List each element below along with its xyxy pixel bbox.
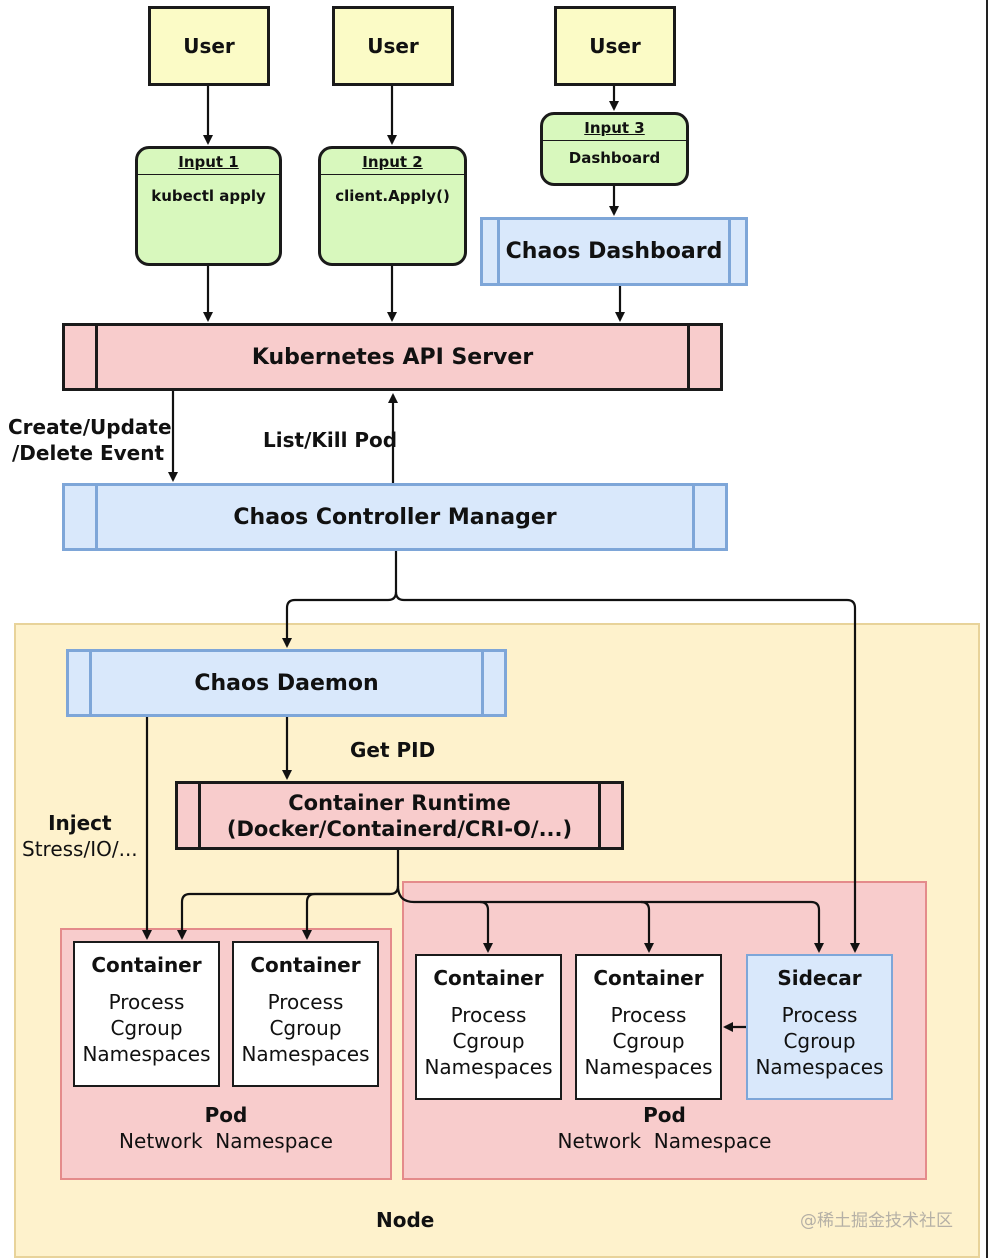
user-box-1: User (148, 6, 270, 86)
edge-label-inject: Inject Stress/IO/... (22, 811, 138, 861)
watermark: @稀土掘金技术社区 (800, 1211, 953, 1231)
pod-label-right: Pod Network Namespace (557, 1103, 772, 1153)
input-1-body: kubectl apply (151, 187, 266, 205)
container-box-4: Container Process Cgroup Namespaces (575, 954, 722, 1100)
arrow-runtime-container2 (302, 892, 390, 940)
node-label: Node (376, 1208, 435, 1232)
arrow-runtime-container3 (396, 885, 493, 953)
container-box-1: Container Process Cgroup Namespaces (73, 941, 220, 1087)
user-box-3: User (554, 6, 676, 86)
input-box-3: Input 3 Dashboard (540, 112, 689, 186)
api-server-box: Kubernetes API Server (62, 323, 723, 391)
edge-label-get-pid: Get PID (350, 738, 436, 762)
controller-manager-box: Chaos Controller Manager (62, 483, 728, 551)
arrow-controller-sidecar (394, 591, 860, 953)
container-runtime-box: Container Runtime (Docker/Containerd/CRI… (175, 781, 624, 850)
sidecar-box: Sidecar Process Cgroup Namespaces (746, 954, 893, 1100)
arrow-controller-daemon (282, 551, 398, 648)
frame-right-edge (986, 0, 988, 1258)
edge-label-create-update: Create/Update /Delete Event (8, 415, 172, 465)
chaos-daemon-box: Chaos Daemon (66, 649, 507, 717)
input-2-body: client.Apply() (335, 187, 450, 205)
input-3-title: Input 3 (543, 115, 686, 141)
input-box-1: Input 1 kubectl apply (135, 146, 282, 266)
edge-label-list-kill: List/Kill Pod (263, 428, 398, 452)
input-3-body: Dashboard (568, 149, 661, 167)
pod-label-left: Pod Network Namespace (119, 1103, 333, 1153)
input-box-2: Input 2 client.Apply() (318, 146, 467, 266)
container-box-2: Container Process Cgroup Namespaces (232, 941, 379, 1087)
container-box-3: Container Process Cgroup Namespaces (415, 954, 562, 1100)
arrow-runtime-sidecar (641, 900, 824, 953)
chaos-dashboard-box: Chaos Dashboard (480, 217, 748, 286)
input-1-title: Input 1 (138, 149, 279, 175)
arrow-runtime-container4 (480, 900, 654, 953)
input-2-title: Input 2 (321, 149, 464, 175)
user-box-2: User (332, 6, 454, 86)
